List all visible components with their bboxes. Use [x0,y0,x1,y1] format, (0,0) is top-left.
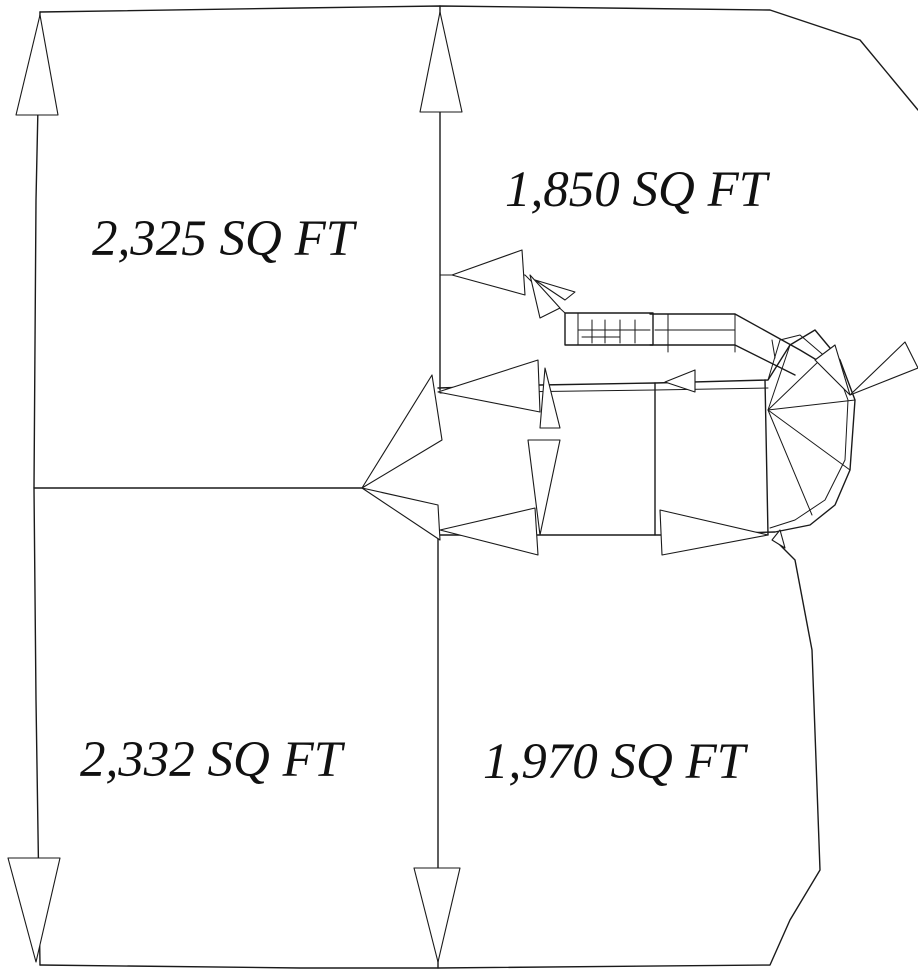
radial-line-5 [767,344,791,411]
arrow-icon [7,857,61,963]
radial-line-3 [767,409,851,471]
area-label-southeast: 1,970 SQ FT [483,734,746,790]
corridor-inner-curve [767,334,849,529]
walkway-tick-3 [771,339,776,359]
outer-boundary [39,5,918,111]
arrow-icon [539,367,561,429]
arrow-icon [849,341,918,396]
arrow-icon [664,369,696,393]
radial-line-2 [767,399,856,411]
arrow-icon [659,509,769,556]
arrow-icon [527,439,561,536]
arrow-icon [419,11,463,113]
area-label-southwest: 2,332 SQ FT [80,732,343,788]
area-label-northeast: 1,850 SQ FT [505,162,768,218]
walkway-top [649,313,821,363]
arrow-icon [361,374,443,489]
arrow-icon [361,487,441,541]
area-label-northwest: 2,325 SQ FT [92,211,355,267]
arrow-icon [529,274,561,319]
arrow-icon [451,249,526,296]
arrow-icon [437,359,541,413]
radial-line-1 [767,359,821,411]
arrow-icon [814,344,851,396]
outer-boundary-bottom [39,539,821,969]
corridor-divider-b [764,379,769,536]
arrow-icon [413,867,461,963]
arrow-icon [771,529,786,549]
arrow-icon [534,279,576,301]
arrow-icon [15,14,59,116]
radial-line-4 [767,409,813,516]
stair-block [564,312,654,346]
corridor-top-edge [437,329,856,536]
arrow-icon [439,507,539,556]
